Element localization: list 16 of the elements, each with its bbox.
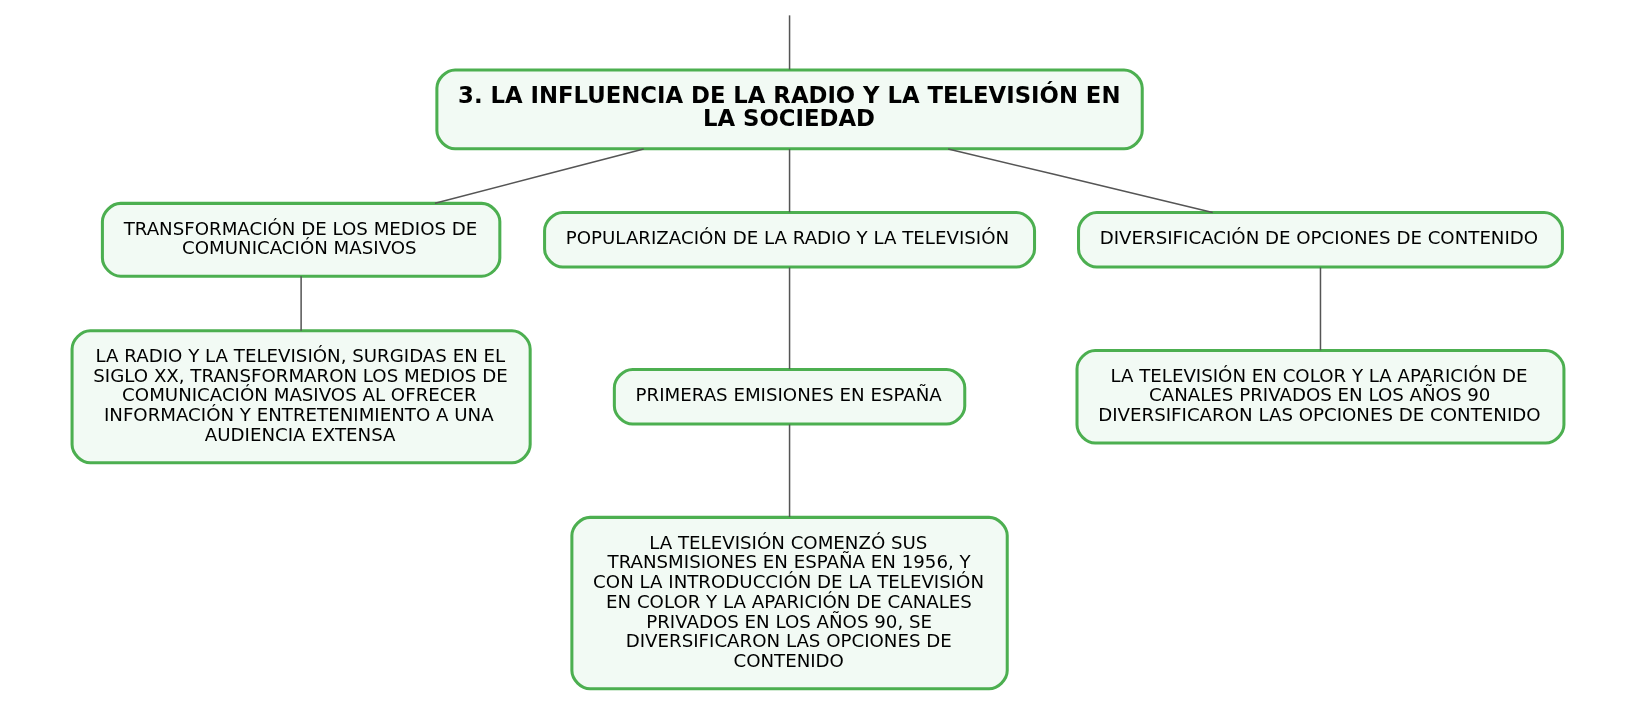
node-box: LA TELEVISIÓN EN COLOR Y LA APARICIÓN DE CANALES PRIVADOS EN LOS AÑOS 90 DIVERSIFICARON LAS OPCIONES DE CONTENIDO	[1075, 349, 1566, 445]
connector	[788, 14, 791, 71]
connector	[1319, 266, 1322, 352]
node-box: LA TELEVISIÓN COMENZÓ SUS TRANSMISIONES EN ESPAÑA EN 1956, Y CON LA INTRODUCCIÓN DE LA TELEVISIÓN EN COLOR Y LA APARICIÓN DE CANALES PRIVADOS EN LOS AÑOS 90, SE DIVERSIFICARON LAS OPCIONES DE CONTENIDO	[570, 515, 1009, 691]
connector	[947, 148, 1214, 214]
connector	[434, 148, 645, 205]
connector	[300, 275, 302, 332]
node-box: DIVERSIFICACIÓN DE OPCIONES DE CONTENIDO	[1077, 210, 1564, 269]
connector	[788, 266, 791, 370]
node-box: TRANSFORMACIÓN DE LOS MEDIOS DE COMUNICACIÓN MASIVOS	[100, 201, 502, 278]
node-box: POPULARIZACIÓN DE LA RADIO Y LA TELEVISIÓN	[543, 210, 1037, 269]
connector	[788, 423, 791, 518]
node-box: LA RADIO Y LA TELEVISIÓN, SURGIDAS EN EL SIGLO XX, TRANSFORMARON LOS MEDIOS DE COMUNICACIÓN MASIVOS AL OFRECER INFORMACIÓN Y ENTRETENIMIENTO A UNA AUDIENCIA EXTENSA	[70, 329, 532, 465]
node-box: PRIMERAS EMISIONES EN ESPAÑA	[612, 367, 967, 426]
node-box: 3. LA INFLUENCIA DE LA RADIO Y LA TELEVISIÓN EN LA SOCIEDAD	[435, 68, 1144, 151]
connector	[788, 148, 791, 213]
